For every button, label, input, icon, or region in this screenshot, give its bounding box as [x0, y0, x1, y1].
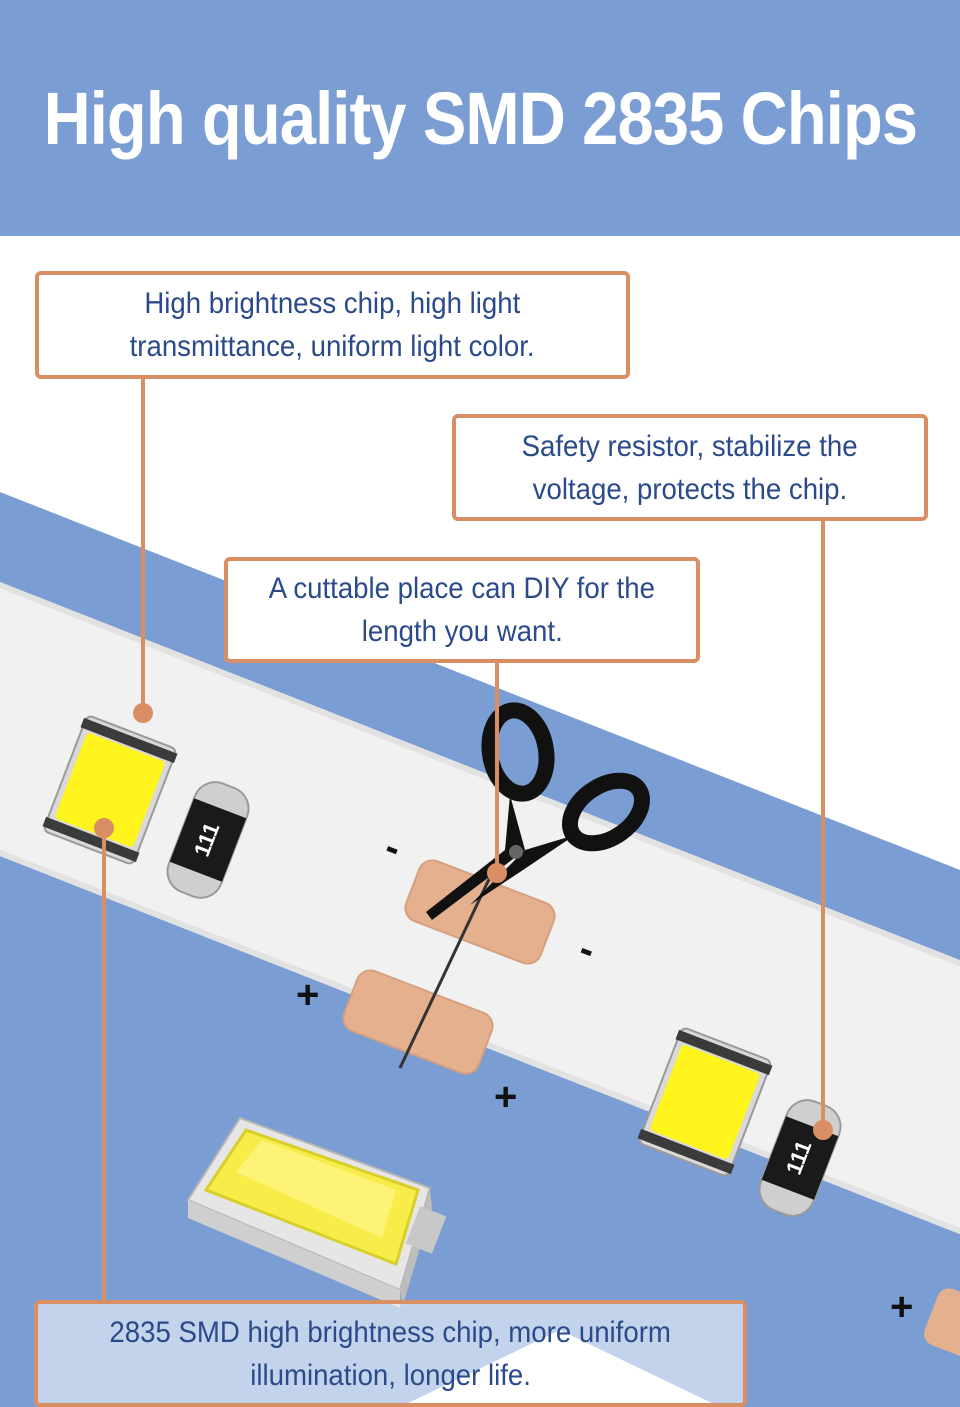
callout-resistor-line2: voltage, protects the chip.: [532, 472, 848, 506]
callout-cut-line2: length you want.: [361, 615, 563, 648]
callout-brightness-line2: transmittance, uniform light color.: [130, 330, 535, 363]
resistor-icon: 111: [166, 781, 250, 899]
callout-cut-line1: A cuttable place can DIY for the: [268, 572, 656, 605]
callout-resistor: Safety resistor, stabilize the voltage, …: [452, 414, 928, 521]
polarity-plus-3: +: [890, 1285, 913, 1329]
connector-lines: [94, 379, 833, 1300]
copper-pad-edge: [924, 1288, 960, 1359]
scissors-icon: [426, 702, 651, 920]
callout-smd-line2: illumination, longer life.: [250, 1358, 531, 1392]
copper-pad-minus: [404, 859, 556, 965]
smd-2835-chip-icon: [186, 1116, 447, 1308]
led-chip-icon: [42, 715, 178, 865]
polarity-plus-2: +: [494, 1075, 517, 1119]
callout-smd-line1: 2835 SMD high brightness chip, more unif…: [109, 1315, 672, 1349]
callout-cut: A cuttable place can DIY for the length …: [224, 557, 700, 663]
polarity-plus-1: +: [296, 973, 319, 1017]
led-chip-icon: [637, 1027, 773, 1177]
header-banner: High quality SMD 2835 Chips: [0, 0, 960, 236]
callout-brightness-line1: High brightness chip, high light: [144, 287, 521, 320]
callout-resistor-line1: Safety resistor, stabilize the: [522, 429, 858, 463]
callout-smd: 2835 SMD high brightness chip, more unif…: [34, 1300, 747, 1407]
callout-brightness: High brightness chip, high light transmi…: [35, 271, 630, 379]
page-title: High quality SMD 2835 Chips: [43, 76, 917, 160]
